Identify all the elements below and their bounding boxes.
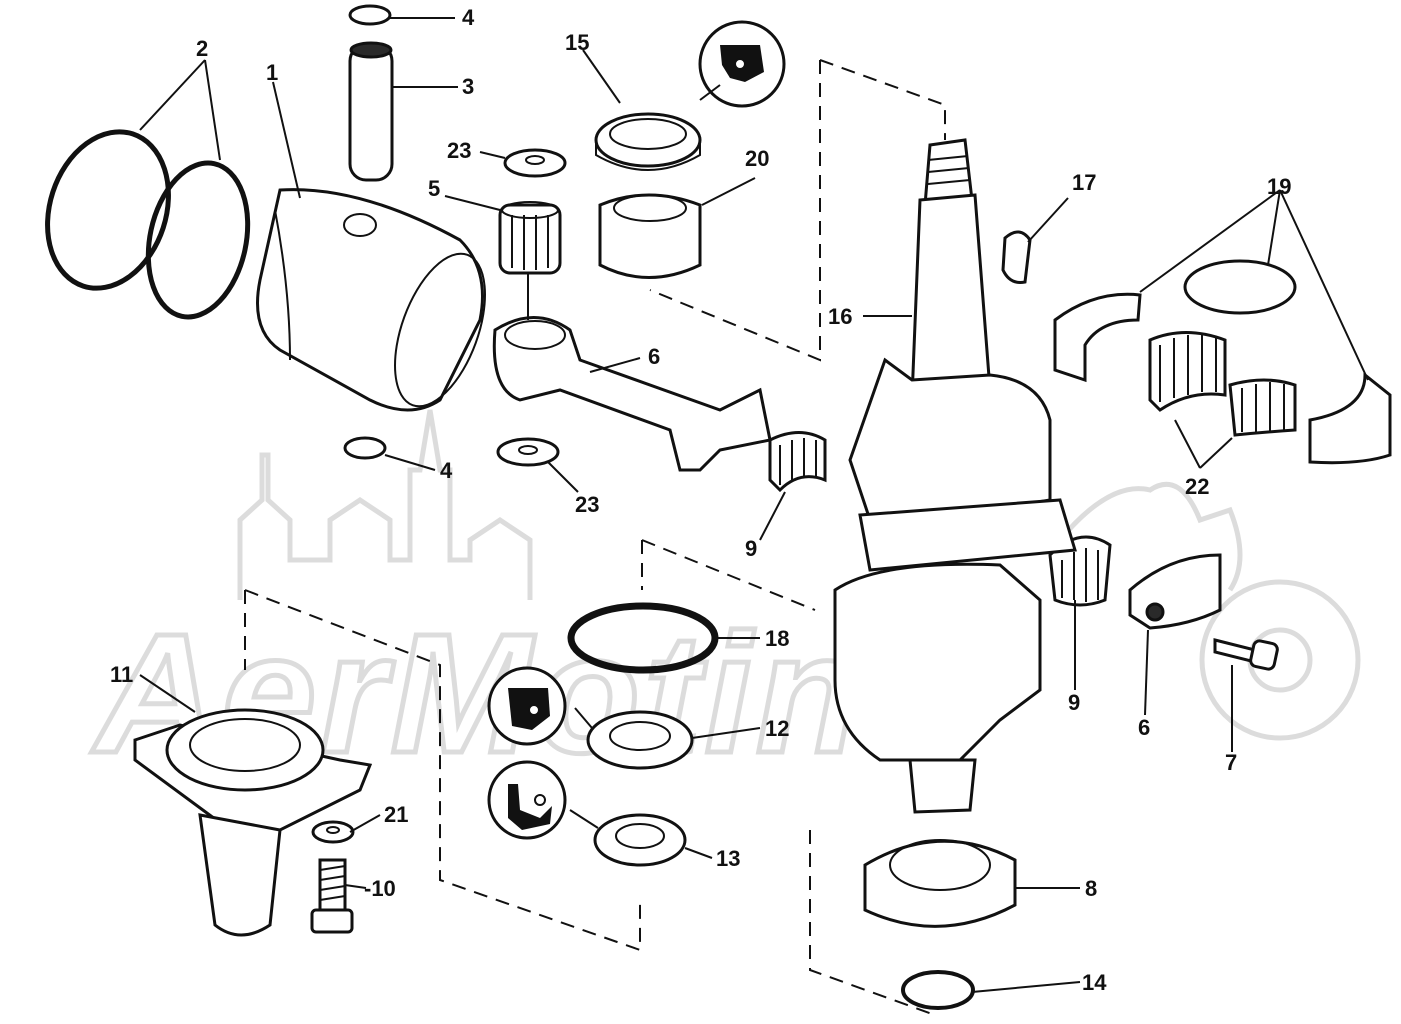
label-part-5: 5 xyxy=(428,176,440,201)
label-part-15: 15 xyxy=(565,30,589,55)
label-part-16: 16 xyxy=(828,304,852,329)
retaining-ring-top xyxy=(348,4,392,26)
label-part-8: 8 xyxy=(1085,876,1097,901)
label-part-1: 1 xyxy=(266,60,278,85)
lower-bearing-housing xyxy=(133,708,373,937)
label-part-14: 14 xyxy=(1082,970,1107,995)
label-part-18: 18 xyxy=(765,626,789,651)
crankshaft-guide-line xyxy=(819,59,946,140)
label-part-9-right: 9 xyxy=(1068,690,1080,715)
label-part-6-cap: 6 xyxy=(1138,715,1150,740)
crankshaft-upper-web xyxy=(848,357,1052,522)
main-bearing-rollers-upper xyxy=(1148,331,1227,412)
piston-ring-groove xyxy=(274,209,291,361)
snap-ring xyxy=(901,970,975,1010)
connecting-rod-body xyxy=(492,316,772,472)
piston-body xyxy=(256,188,484,412)
label-part-19: 19 xyxy=(1267,174,1291,199)
label-part-21: 21 xyxy=(384,802,408,827)
crankshaft-upper-shaft xyxy=(910,193,992,400)
piston-crown xyxy=(394,252,486,408)
label-part-23-bottom: 23 xyxy=(575,492,599,517)
upper-seal xyxy=(594,112,702,171)
assembly-guide-lines xyxy=(244,59,946,1016)
label-part-4-top: 4 xyxy=(462,5,475,30)
upper-roller-bearing xyxy=(598,193,702,279)
label-part-2: 2 xyxy=(196,36,208,61)
crankshaft xyxy=(833,138,1077,814)
thrust-washer-bottom xyxy=(496,437,560,467)
thrust-washer-top xyxy=(503,148,567,178)
label-part-9-left: 9 xyxy=(745,536,757,561)
grease-gun-icon-bottom xyxy=(487,760,567,840)
label-part-7: 7 xyxy=(1225,750,1237,775)
woodruff-key xyxy=(1001,230,1032,284)
connecting-rod xyxy=(492,316,772,472)
label-part-23-top: 23 xyxy=(447,138,471,163)
connecting-rod-small-end xyxy=(504,320,566,350)
retaining-ring-bottom xyxy=(343,436,387,460)
housing-guide-line-b xyxy=(244,589,641,952)
housing-screw xyxy=(310,858,354,934)
piston-pin-body xyxy=(348,43,394,182)
main-bearing-race-right xyxy=(1308,371,1392,465)
crankshaft-lower-web xyxy=(833,562,1042,762)
lower-seal xyxy=(586,710,694,770)
piston-ring-outer xyxy=(45,129,171,291)
label-part-11: 11 xyxy=(110,662,133,687)
label-part-3: 3 xyxy=(462,74,474,99)
label-part-12: 12 xyxy=(765,716,789,741)
grease-gun-icon-middle xyxy=(487,666,567,746)
main-bearing-rollers-lower xyxy=(1228,378,1297,437)
label-part-10: -10 xyxy=(364,876,396,901)
main-bearing-race-left xyxy=(1053,292,1142,383)
piston-rings xyxy=(45,129,251,320)
part-labels: 2 1 4 3 15 23 20 5 17 19 16 6 4 22 23 9 … xyxy=(110,5,1291,995)
rod-cap-screw xyxy=(1213,638,1279,671)
piston-pin xyxy=(348,41,394,182)
label-part-22: 22 xyxy=(1185,474,1209,499)
watermark-wheel-shape xyxy=(1199,579,1361,741)
crankshaft-crankpin xyxy=(858,498,1077,572)
piston-ring-inner xyxy=(145,160,251,320)
watermark-motorcycle-shape xyxy=(1058,481,1243,592)
label-part-13: 13 xyxy=(716,846,740,871)
small-end-needle-bearing xyxy=(498,201,562,275)
housing-washer xyxy=(311,820,355,844)
upper-seal-guide-line xyxy=(649,60,821,362)
piston xyxy=(256,188,486,412)
watermark-castle-shape xyxy=(237,409,533,600)
main-bearing-retainer-ring xyxy=(1183,259,1297,315)
grease-gun-icon-top xyxy=(698,20,786,108)
lower-housing-guide-line-b xyxy=(641,539,816,611)
label-part-17: 17 xyxy=(1072,170,1096,195)
label-part-4-bottom: 4 xyxy=(440,458,453,483)
label-part-6-rod: 6 xyxy=(648,344,660,369)
piston-pin-hole xyxy=(343,213,377,237)
rod-cap xyxy=(1128,553,1222,630)
piston-pin-end xyxy=(349,41,393,59)
label-part-20: 20 xyxy=(745,146,769,171)
ball-bearing xyxy=(863,839,1017,928)
lower-housing-seal xyxy=(593,813,687,867)
leader-lines xyxy=(139,17,1369,993)
lower-bearing-guide-line xyxy=(809,830,936,1016)
rod-bearing-upper xyxy=(768,431,827,493)
crankshaft-lower-shaft xyxy=(908,758,977,814)
